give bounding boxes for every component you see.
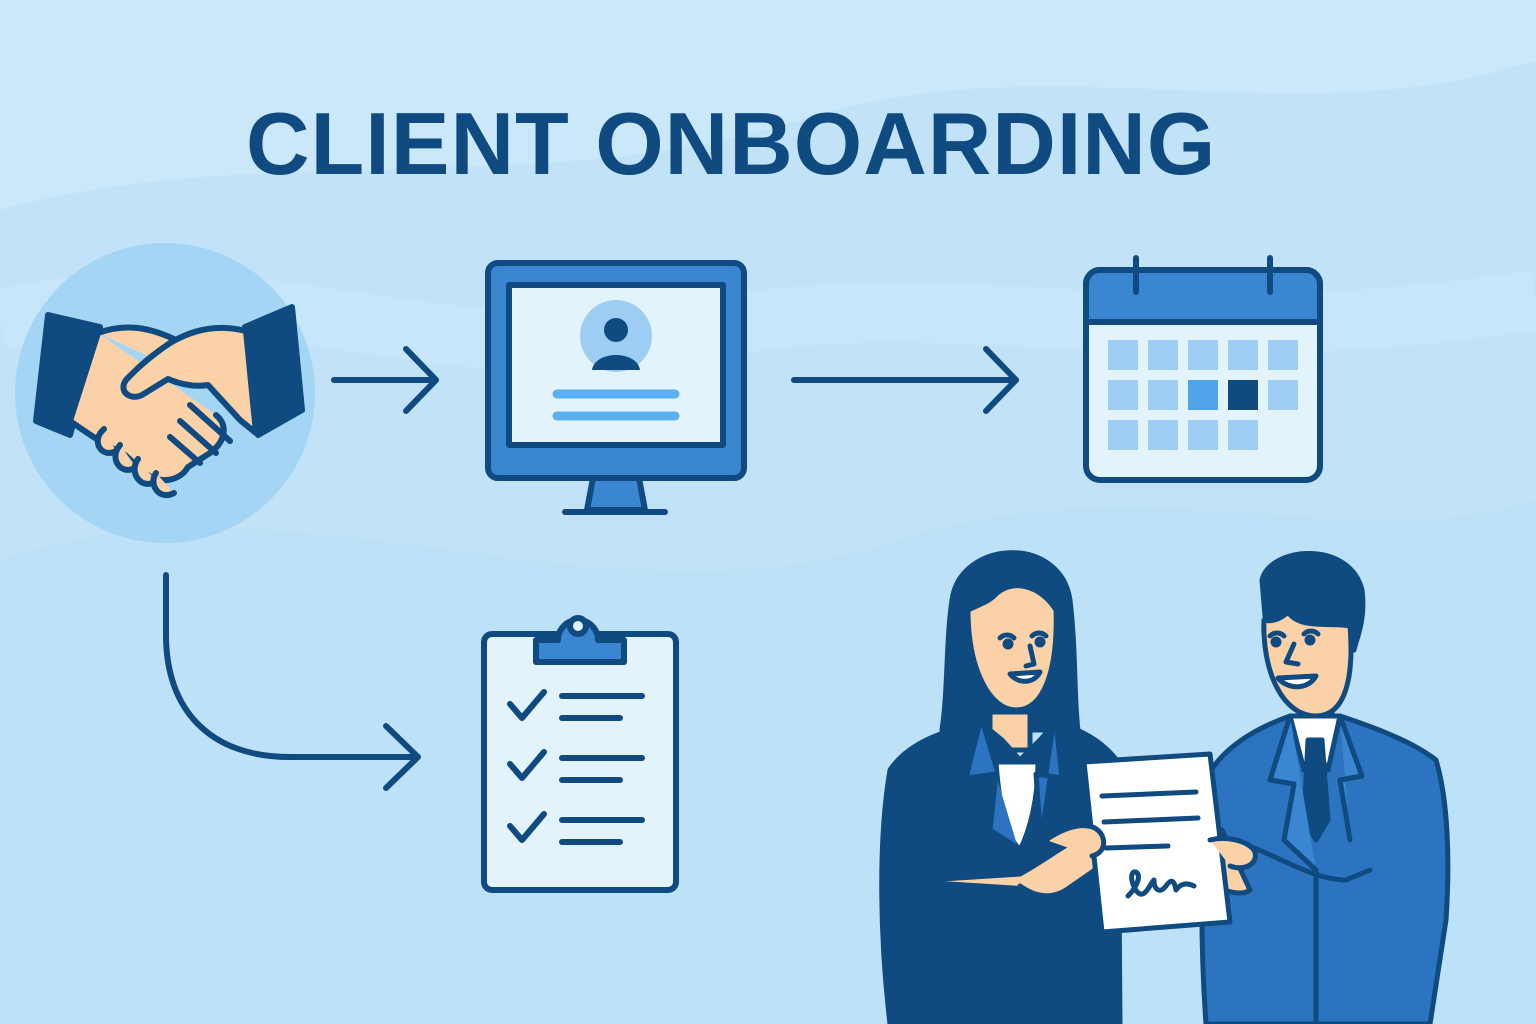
calendar-day-cell: [1228, 380, 1258, 410]
calendar-date-grid: [1108, 340, 1298, 450]
woman-figure: [879, 550, 1123, 1024]
man-figure: [1199, 551, 1451, 1024]
handshake-icon: [33, 304, 305, 498]
calendar-day-cell: [1228, 340, 1258, 370]
calendar-day-cell: [1148, 380, 1178, 410]
checklist-step: [481, 615, 679, 893]
profile-step: [485, 260, 747, 515]
arrow-right-icon: [791, 346, 1019, 414]
people-illustration: [879, 550, 1451, 1024]
calendar-day-cell: [1108, 340, 1138, 370]
curved-arrow-icon: [163, 572, 421, 791]
signature-icon: [1125, 869, 1197, 899]
curved-arrow-to-checklist: [163, 572, 421, 791]
page-title: CLIENT ONBOARDING: [246, 94, 1217, 193]
calendar-day-cell: [1188, 380, 1218, 410]
calendar-step: [1083, 255, 1323, 483]
calendar-day-cell: [1148, 340, 1178, 370]
calendar-day-cell: [1148, 420, 1178, 450]
calendar-day-cell: [1188, 420, 1218, 450]
computer-profile-icon: [485, 260, 747, 515]
signed-document: [1043, 751, 1258, 935]
calendar-day-cell: [1108, 380, 1138, 410]
calendar-day-cell: [1268, 340, 1298, 370]
clipboard-checklist-icon: [481, 615, 679, 893]
arrow-to-profile: [331, 346, 439, 414]
calendar-icon: [1083, 255, 1323, 483]
calendar-day-cell: [1108, 420, 1138, 450]
calendar-day-cell: [1228, 420, 1258, 450]
arrow-to-calendar: [791, 346, 1019, 414]
calendar-day-cell: [1268, 380, 1298, 410]
arrow-right-icon: [331, 346, 439, 414]
calendar-day-cell: [1188, 340, 1218, 370]
handshake-step: [15, 243, 315, 543]
